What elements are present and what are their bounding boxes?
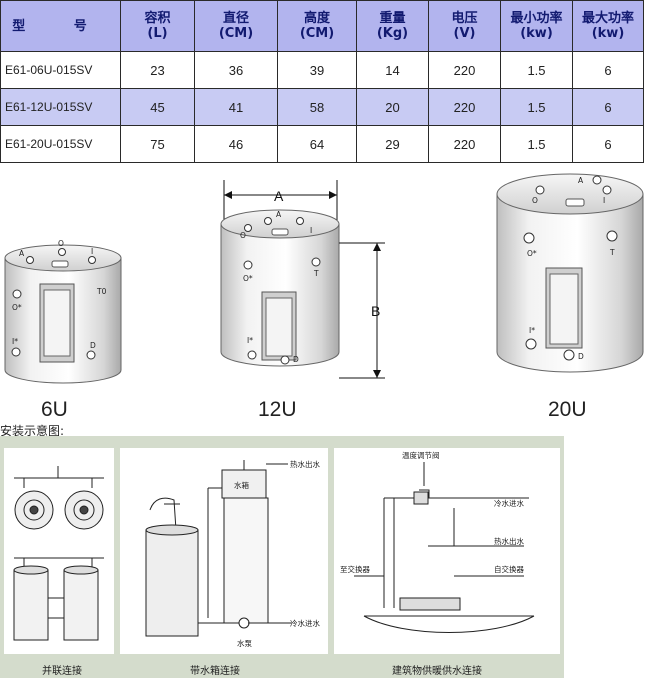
port-o2-label: O* [12,303,22,312]
table-header-row: 型 号 容积(L) 直径(CM) 高度(CM) 重量(Kg) 电压(V) 最小功… [0,0,644,52]
port-t-label: T [313,269,319,278]
cell-volume: 23 [120,51,195,89]
tank-diagram: 水箱 热水出水 冷水进水 水泵 [145,459,320,648]
port-o-label: O [58,239,64,248]
hot-out-label: 热水出水 [290,459,320,469]
installation-diagrams: 并联连接 水箱 热水出水 冷水进水 水泵 带水箱连接 [0,436,564,678]
panel-building: 温度调节阀 冷水进水 热水出水 自交换器 至交换器 [334,448,560,654]
cell-weight: 20 [356,88,429,126]
exchanger-right-label: 自交换器 [494,564,524,574]
dimension-b-label: B [371,303,380,319]
cell-model: E61-06U-015SV [0,51,121,89]
cell-min-power: 1.5 [500,51,573,89]
cell-max-power: 6 [572,125,644,163]
cell-diameter: 41 [194,88,278,126]
panel-with-tank-caption: 带水箱连接 [190,666,240,677]
dimension-a-label: A [274,188,284,204]
panel-parallel [4,448,114,654]
cell-weight: 14 [356,51,429,89]
port-a-label: A [578,176,584,185]
model-label-6u: 6U [41,398,68,421]
cell-volume: 45 [120,88,195,126]
table-row: E61-12U-015SV 45 41 58 20 220 1.5 6 [0,88,644,126]
port-i-label: I [603,196,605,205]
port-d-label: D [293,355,299,364]
port-a-label: A [19,249,25,258]
header-min-power: 最小功率(kw) [500,0,573,52]
model-label-12u: 12U [258,398,297,421]
cell-max-power: 6 [572,51,644,89]
port-o2-label: O* [243,274,253,283]
header-diameter: 直径(CM) [194,0,278,52]
cold-in-label: 冷水进水 [494,498,524,508]
panel-with-tank: 水箱 热水出水 冷水进水 水泵 [120,448,328,654]
heater-6u: A O I T0 O* I* D [4,239,122,384]
cold-in-label: 冷水进水 [290,618,320,628]
cell-weight: 29 [356,125,429,163]
pump-label: 水泵 [237,638,252,648]
tank-label: 水箱 [234,480,249,490]
heater-20u: A O I T O* I* D [496,173,644,373]
heater-12u: A A O I T O* I* D B [220,180,385,379]
building-diagram: 温度调节阀 冷水进水 热水出水 自交换器 至交换器 [340,450,535,633]
header-height: 高度(CM) [277,0,357,52]
parallel-diagram [13,466,104,641]
cell-model: E61-20U-015SV [0,125,121,163]
cell-model: E61-12U-015SV [0,88,121,126]
port-i2-label: I* [529,326,535,335]
cell-height: 39 [277,51,357,89]
port-o-label: O [532,196,538,205]
spec-table: 型 号 容积(L) 直径(CM) 高度(CM) 重量(Kg) 电压(V) 最小功… [0,0,644,163]
table-row: E61-20U-015SV 75 46 64 29 220 1.5 6 [0,125,644,163]
cell-min-power: 1.5 [500,125,573,163]
port-o2-label: O* [527,249,537,258]
panel-parallel-caption: 并联连接 [42,666,82,677]
valve-label: 温度调节阀 [402,450,440,460]
cell-voltage: 220 [428,51,501,89]
port-i-label: I [310,226,312,235]
table-row: E61-06U-015SV 23 36 39 14 220 1.5 6 [0,51,644,89]
header-model: 型 号 [0,0,121,52]
port-o-label: O [240,231,246,240]
exchanger-left-label: 至交换器 [340,564,370,574]
port-i2-label: I* [247,336,253,345]
cell-height: 64 [277,125,357,163]
panel-building-caption: 建筑物供暖供水连接 [392,666,482,677]
model-label-20u: 20U [548,398,587,421]
cell-voltage: 220 [428,88,501,126]
port-i-label: I [91,247,93,256]
port-i2-label: I* [12,337,18,346]
install-title: 安装示意图: [0,424,65,438]
cell-diameter: 46 [194,125,278,163]
port-d-label: D [578,352,584,361]
port-t-label: T [609,248,615,257]
header-max-power: 最大功率(kw) [572,0,644,52]
cell-min-power: 1.5 [500,88,573,126]
header-volume: 容积(L) [120,0,195,52]
header-voltage: 电压(V) [428,0,501,52]
cell-voltage: 220 [428,125,501,163]
heater-illustrations: A O I T0 O* I* D A A O I T O* I* D [4,173,644,384]
port-d-label: D [90,341,96,350]
cell-diameter: 36 [194,51,278,89]
port-t-label: T0 [96,287,107,296]
hot-out-label: 热水出水 [494,536,524,546]
cell-volume: 75 [120,125,195,163]
cell-max-power: 6 [572,88,644,126]
cell-height: 58 [277,88,357,126]
port-a-label: A [276,210,282,219]
header-weight: 重量(Kg) [356,0,429,52]
